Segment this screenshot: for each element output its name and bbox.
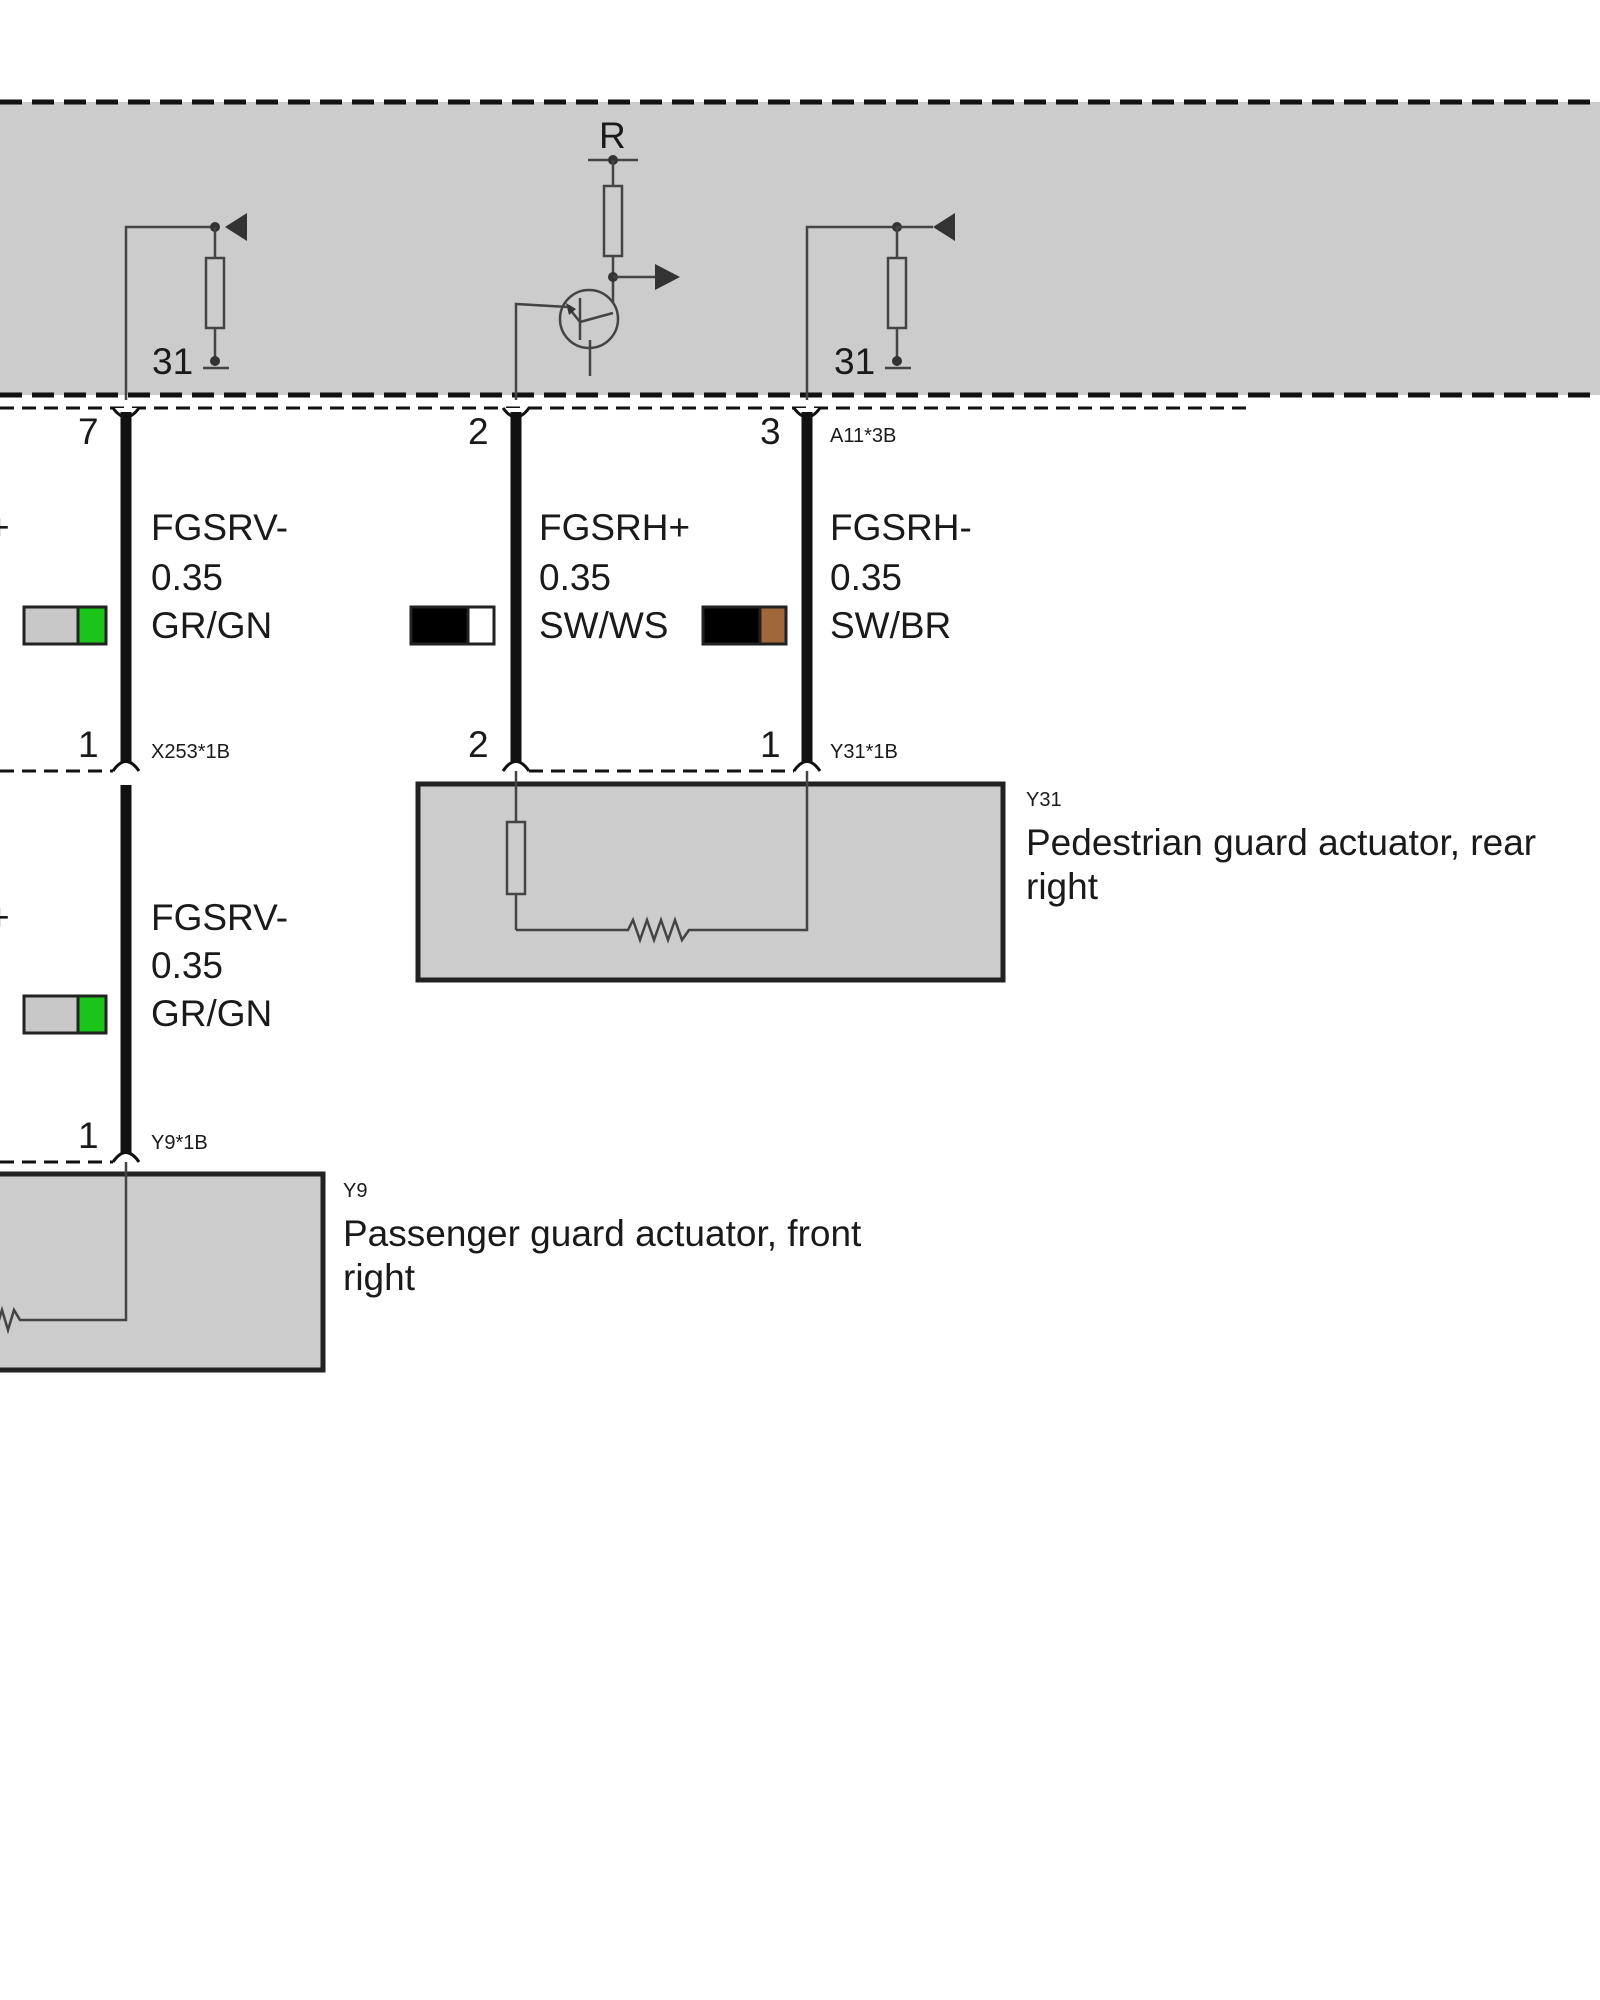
wire-label-fgsrv-lower: FGSRV- 0.35 GR/GN: [151, 897, 288, 1034]
connector-a11: 7 2 3 A11*3B: [0, 406, 1250, 452]
resistor-icon: [505, 820, 527, 896]
pin-7: 7: [78, 411, 99, 452]
heating-coil-icon: [0, 1162, 128, 1335]
heating-coil-icon: [516, 771, 809, 944]
wire-gauge: 0.35: [539, 557, 611, 598]
pin-1: 1: [78, 1115, 99, 1156]
connector-x253: 1 X253*1B: [0, 724, 230, 773]
component-y31-label: Y31 Pedestrian guard actuator, rear righ…: [1026, 789, 1536, 907]
component-id: Y9: [343, 1180, 367, 1202]
wire-color-code: SW/WS: [539, 605, 668, 646]
connector-x253-label: X253*1B: [151, 741, 230, 763]
wire-color-code: GR/GN: [151, 605, 272, 646]
pin-2: 2: [468, 411, 489, 452]
component-name: Pedestrian guard actuator, rear: [1026, 822, 1536, 863]
pin-2: 2: [468, 724, 489, 765]
wire-signal: FGSRH+: [539, 507, 690, 548]
wire-color-swatch: [22, 605, 108, 646]
wire-label-fgsrh-minus: FGSRH- 0.35 SW/BR: [830, 507, 972, 646]
left-resistor-network: 31: [124, 213, 247, 400]
pin-1: 1: [78, 724, 99, 765]
cut-off-label-2: +: [0, 897, 10, 938]
wire-color-swatch: [701, 605, 788, 646]
wire-gauge: 0.35: [830, 557, 902, 598]
connector-y9-label: Y9*1B: [151, 1132, 208, 1154]
wire-label-fgsrv-upper: FGSRV- 0.35 GR/GN: [151, 507, 288, 646]
connector-y31-label: Y31*1B: [830, 741, 898, 763]
wire-color-code: SW/BR: [830, 605, 951, 646]
connector-y9: 1 Y9*1B: [0, 1115, 208, 1164]
wire-color-swatch: [409, 605, 496, 646]
component-name-cont: right: [1026, 866, 1099, 907]
right-resistor-network: 31: [805, 213, 955, 400]
component-name: Passenger guard actuator, front: [343, 1213, 862, 1254]
wire-color-swatch: [22, 994, 108, 1035]
component-y31: [415, 771, 1006, 983]
component-name-cont: right: [343, 1257, 416, 1298]
component-id: Y31: [1026, 789, 1062, 811]
wire-signal: FGSRV-: [151, 897, 288, 938]
transistor-circuit: R: [514, 115, 680, 400]
pin-3: 3: [760, 411, 781, 452]
component-y9-label: Y9 Passenger guard actuator, front right: [343, 1180, 862, 1298]
control-module: [0, 99, 1600, 398]
cut-off-label-1: +: [0, 507, 10, 548]
wire-signal: FGSRV-: [151, 507, 288, 548]
wire-gauge: 0.35: [151, 557, 223, 598]
ground-31-left: 31: [152, 341, 193, 382]
wire-gauge: 0.35: [151, 945, 223, 986]
connector-y31: 2 1 Y31*1B: [468, 724, 898, 773]
wire-color-code: GR/GN: [151, 993, 272, 1034]
component-y9: [0, 1162, 326, 1373]
supply-label-r: R: [599, 115, 626, 156]
pin-1: 1: [760, 724, 781, 765]
ground-31-right: 31: [834, 341, 875, 382]
wire-label-fgsrh-plus: FGSRH+ 0.35 SW/WS: [539, 507, 690, 646]
wire-signal: FGSRH-: [830, 507, 972, 548]
connector-a11-label: A11*3B: [830, 425, 896, 447]
